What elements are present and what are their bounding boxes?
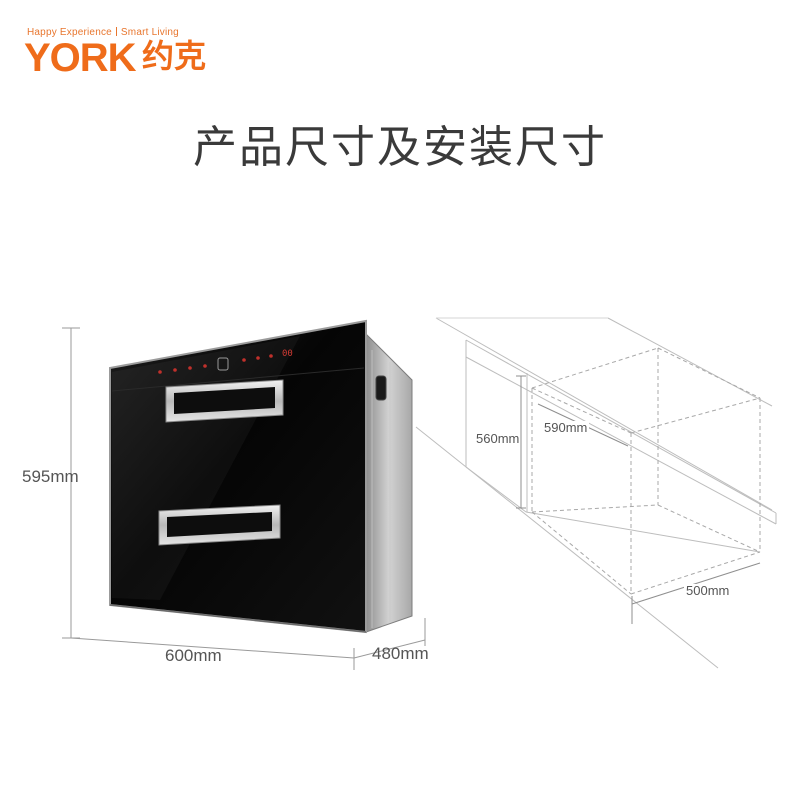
cutout-height-label: 560mm [476, 431, 520, 446]
installation-diagram [415, 317, 777, 669]
cabinet-product-image: 00 [109, 319, 413, 634]
control-panel [158, 354, 273, 374]
installation-cutout [531, 347, 761, 595]
brand-name-en: YORK [24, 36, 137, 80]
cabinet-side-panel [365, 332, 413, 633]
product-width-label: 600mm [165, 646, 222, 665]
side-handle-icon [375, 375, 387, 401]
cutout-depth-line [631, 562, 761, 605]
tagline-left: Happy Experience [27, 27, 112, 38]
upper-drawer-handle [165, 379, 284, 423]
depth-dimension-line [353, 639, 426, 659]
tagline-right: Smart Living [120, 27, 179, 38]
product-depth-label: 480mm [372, 644, 429, 663]
power-button-icon [217, 357, 229, 371]
cutout-depth-label: 500mm [684, 583, 732, 598]
brand-tagline: Happy Experience Smart Living [27, 27, 179, 38]
product-dimension-lines [62, 327, 426, 670]
width-dimension-line [70, 637, 355, 659]
cutout-width-label: 590mm [542, 420, 590, 435]
lower-drawer-handle [158, 504, 281, 546]
tagline-divider [115, 27, 117, 36]
brand-logo: Happy Experience Smart Living YORK 约克 [24, 26, 224, 86]
product-height-label: 595mm [22, 467, 79, 486]
control-display: 00 [282, 349, 293, 359]
page-title: 产品尺寸及安装尺寸 [193, 123, 607, 172]
brand-name-cn: 约克 [142, 38, 207, 74]
